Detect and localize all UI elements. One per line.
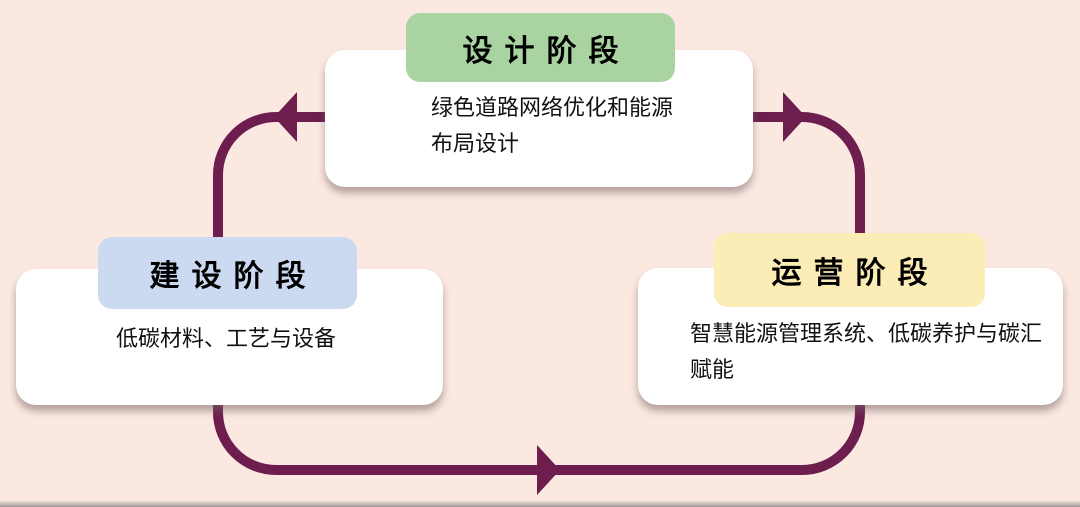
construction-stage-description: 低碳材料、工艺与设备 xyxy=(116,326,337,351)
design-stage-description: 绿色道路网络优化和能源布局设计 xyxy=(431,95,674,156)
arrowhead-design-to-operation-icon xyxy=(783,92,806,142)
arrowhead-design-to-construction-icon xyxy=(274,92,297,142)
operation-stage-header: 运营阶段 xyxy=(714,233,985,307)
construction-stage-header: 建设阶段 xyxy=(98,237,357,309)
design-stage-title: 设计阶段 xyxy=(462,34,631,68)
operation-stage-description: 智慧能源管理系统、低碳养护与碳汇赋能 xyxy=(690,321,1043,382)
operation-stage-title: 运营阶段 xyxy=(771,257,940,290)
arrowhead-construction-to-operation-icon xyxy=(537,445,560,495)
page-bottom-edge xyxy=(0,500,1080,507)
construction-stage-title: 建设阶段 xyxy=(149,260,318,293)
design-stage-header: 设计阶段 xyxy=(406,13,675,82)
